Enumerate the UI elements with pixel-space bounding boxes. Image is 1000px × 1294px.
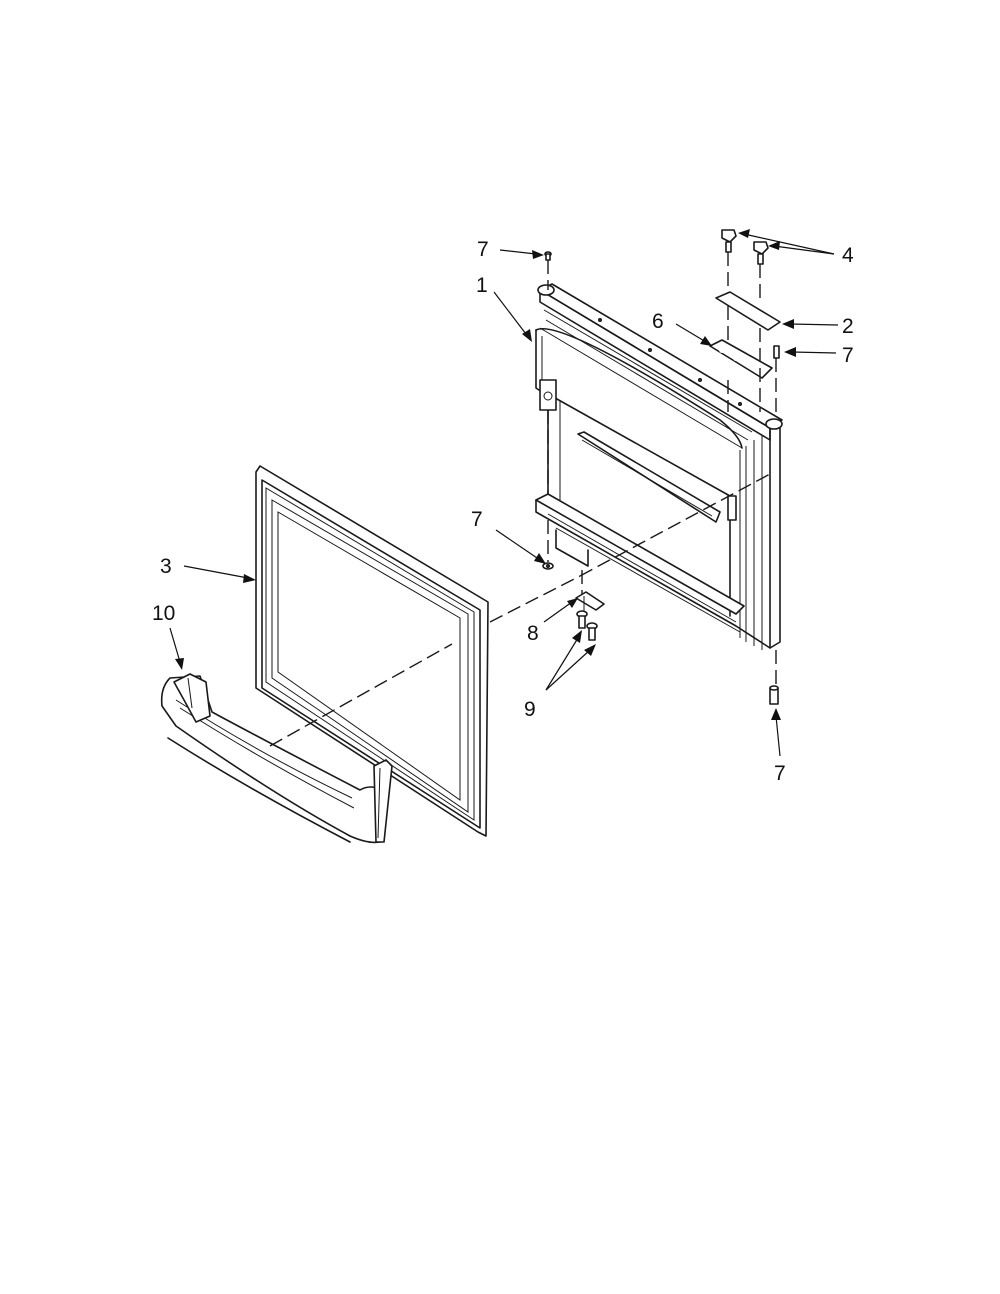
callout-7-top: 7 <box>477 238 489 261</box>
callout-labels: 7 1 4 2 6 7 7 3 10 8 9 7 <box>152 238 854 785</box>
callout-6: 6 <box>652 310 664 333</box>
callout-3: 3 <box>160 555 172 578</box>
callout-10: 10 <box>152 602 175 625</box>
door-gasket <box>255 465 489 837</box>
callout-7-right: 7 <box>842 344 854 367</box>
top-hinge <box>709 339 773 379</box>
pin-upper-right <box>773 345 780 359</box>
assembly-lines <box>269 252 777 747</box>
pin-bottom <box>769 685 779 705</box>
callout-2: 2 <box>842 315 854 338</box>
pin-middle <box>542 562 554 570</box>
bottom-screws <box>576 610 598 641</box>
callout-1: 1 <box>476 274 488 297</box>
callout-4: 4 <box>842 244 854 267</box>
leader-lines <box>169 229 839 757</box>
door-frame <box>535 283 783 650</box>
pin-top <box>544 251 552 261</box>
callout-7-bottom: 7 <box>774 762 786 785</box>
screw-pair <box>721 229 769 265</box>
bottom-hinge <box>575 591 605 612</box>
callout-7-middle: 7 <box>471 508 483 531</box>
callout-8: 8 <box>527 622 539 645</box>
door-bin <box>160 673 393 844</box>
shim-plate <box>715 291 781 331</box>
callout-9: 9 <box>524 698 536 721</box>
